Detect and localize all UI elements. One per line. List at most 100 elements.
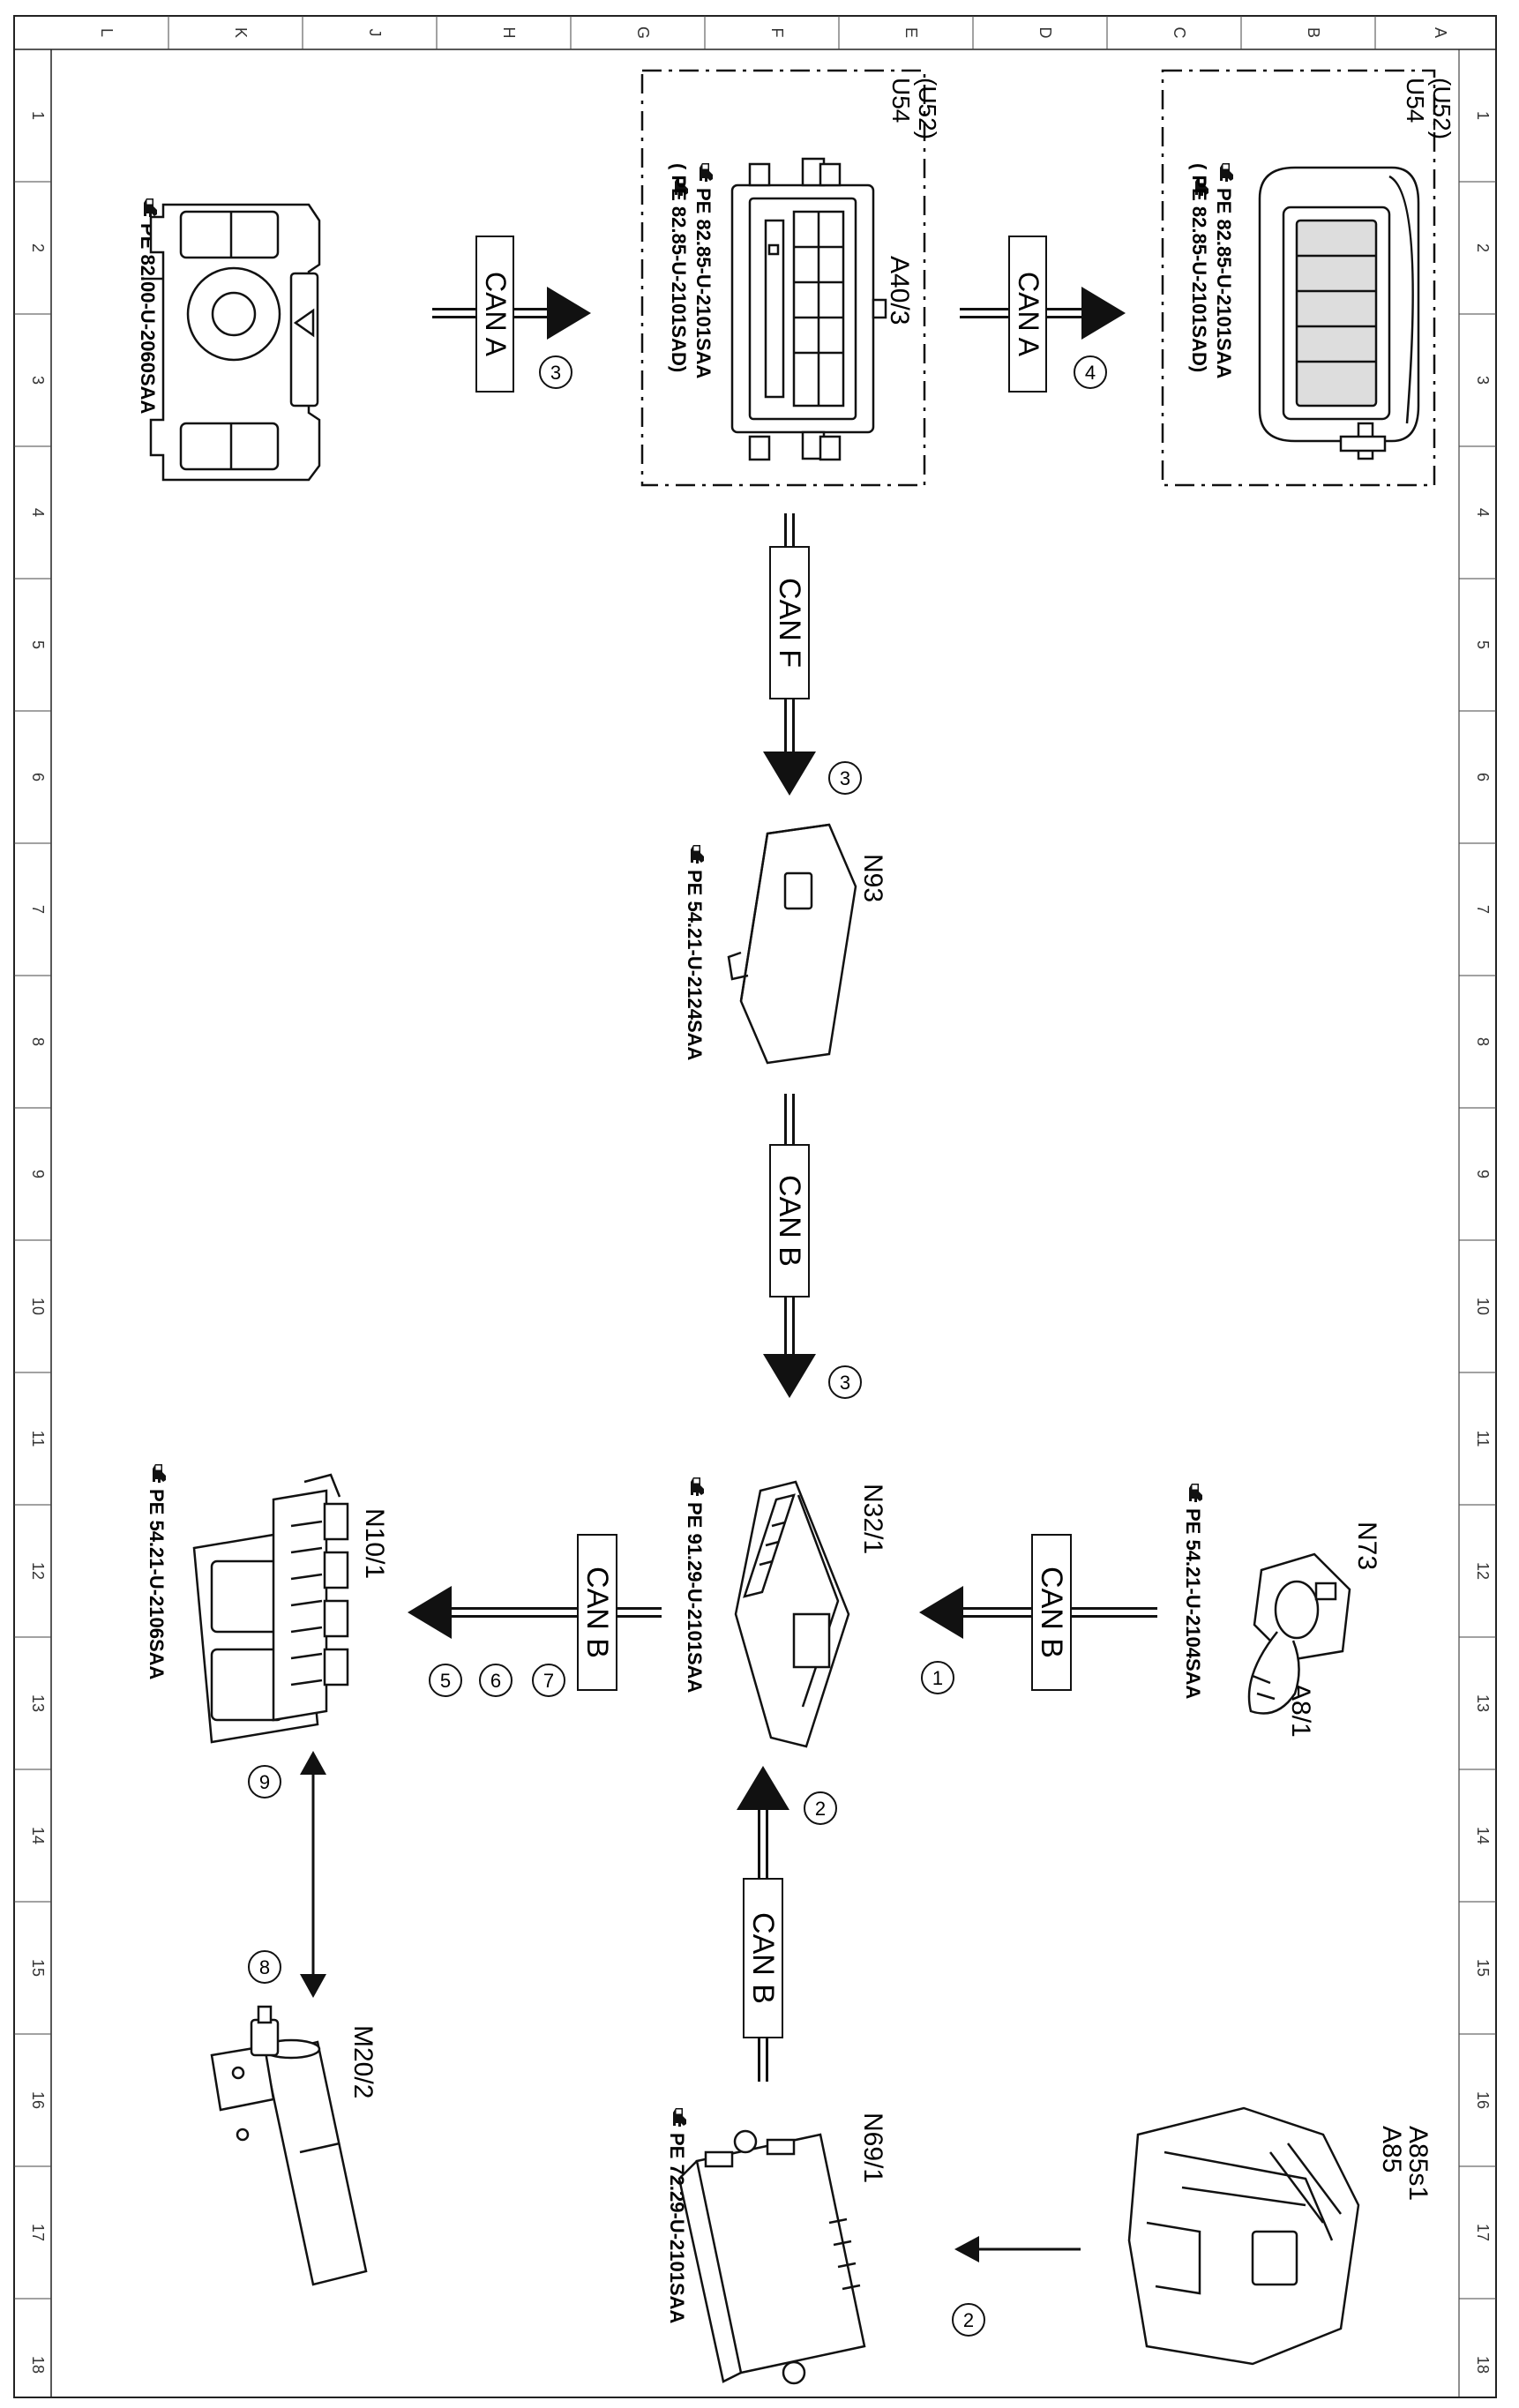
link-a40-3-to-a40-8: CAN A 4 [960,236,1126,393]
svg-text:PE 54.21-U-2124SAA: PE 54.21-U-2124SAA [684,870,706,1061]
drawing-frame [13,15,1497,2398]
row-label: 16 [29,2091,47,2109]
svg-text:2: 2 [963,2309,974,2331]
row-label: 10 [1474,1297,1492,1315]
row-label: 4 [29,508,47,517]
svg-text:PE 72.29-U-2101SAA: PE 72.29-U-2101SAA [666,2133,688,2324]
a85-id: A85 [1377,2126,1406,2172]
m20-2-id: M20/2 [348,2025,378,2098]
column-label: C [1171,27,1188,39]
row-label: 9 [1474,1170,1492,1178]
bus-label: CAN A [1013,272,1044,357]
row-label: 15 [1474,1959,1492,1977]
a40-3-group-box [640,69,926,487]
step-badge: 2 [804,1791,837,1825]
n73-id: N73 [1352,1522,1381,1570]
n69-1-drawing [677,2129,866,2385]
component-a85: A85 A85s1 [1127,2106,1433,2366]
row-label: 11 [29,1431,47,1447]
svg-text:3: 3 [840,767,850,789]
row-label: 2 [1474,243,1492,252]
column-label: J [366,29,384,37]
a40-8-group-label: U54 (U52) [1402,78,1455,139]
component-n10-1: N10/1 PE 54.21-U-2106SAA [146,1463,389,1744]
m20-2-drawing [210,2005,368,2286]
step-badge: 1 [921,1661,954,1694]
bus-label: CAN B [580,1567,614,1658]
svg-text:PE 82.85-U-2101SAA: PE 82.85-U-2101SAA [692,188,715,379]
bus-label: CAN B [773,1175,806,1267]
column-label: E [902,27,920,38]
row-label: 3 [1474,376,1492,385]
row-label: 5 [29,640,47,649]
row-label: 8 [29,1037,47,1046]
a40-8-drawing [1258,166,1420,460]
row-label: 12 [1474,1562,1492,1580]
link-a40-9-to-a40-3: CAN A 3 [432,236,591,393]
a40-3-group-label: U54 (U52) [887,78,941,139]
svg-text:9: 9 [259,1771,270,1793]
row-label: 17 [29,2224,47,2241]
step-badge: 8 [248,1950,281,1984]
n93-ref: PE 54.21-U-2124SAA [684,844,706,1061]
svg-text:( PE 82.85-U-2101SAD): ( PE 82.85-U-2101SAD) [1188,163,1210,372]
row-label: 13 [1474,1694,1492,1712]
row-label: 3 [29,376,47,385]
n69-1-ref: PE 72.29-U-2101SAA [666,2107,688,2324]
step-badge: 7 [532,1664,565,1697]
n69-1-id: N69/1 [858,2113,887,2183]
row-dividers [14,181,1496,2300]
row-label: 6 [29,773,47,781]
column-label: G [634,26,652,39]
svg-text:PE 54.21-U-2106SAA: PE 54.21-U-2106SAA [146,1489,168,1680]
link-a85-to-n69-1: 2 [952,2236,1081,2337]
row-label: 15 [29,1959,47,1977]
row-label: 1 [1474,111,1492,120]
n32-1-id: N32/1 [858,1484,887,1554]
step-badge: 9 [248,1765,281,1799]
svg-text:PE 54.21-U-2104SAA: PE 54.21-U-2104SAA [1182,1508,1204,1700]
row-label: 7 [29,905,47,914]
link-a40-3-to-n93: CAN F 3 [763,513,862,796]
link-n73-to-n32-1: CAN B 1 [919,1534,1157,1694]
svg-text:(U52): (U52) [1428,78,1455,139]
column-label: F [768,28,786,38]
component-n93: N93 PE 54.21-U-2124SAA [684,823,887,1065]
row-label: 10 [29,1297,47,1315]
svg-text:2: 2 [815,1798,826,1820]
step-badge: 3 [828,761,862,795]
svg-text:8: 8 [259,1956,270,1978]
step-badge: 2 [952,2303,985,2337]
a40-3-drawing [730,157,887,461]
bus-label: CAN B [1035,1567,1068,1658]
n10-1-ref: PE 54.21-U-2106SAA [146,1463,168,1680]
link-n10-1-m20-2: 9 8 [248,1751,326,1998]
row-label: 14 [1474,1827,1492,1844]
component-n73: N73 A8/1 PE 54.21-U-2104SAA [1182,1483,1381,1738]
svg-text:(U52): (U52) [914,78,941,139]
row-label: 8 [1474,1037,1492,1046]
row-label: 9 [29,1170,47,1178]
component-n32-1: N32/1 PE 91.29-U-2101SAA [684,1477,887,1748]
row-label: 14 [29,1827,47,1844]
column-label: D [1036,27,1054,39]
component-m20-2: M20/2 [210,2005,378,2286]
a40-3-id: A40/3 [885,256,914,325]
link-n93-to-n32-1: CAN B 3 [763,1094,862,1399]
component-a40-8: U54 (U52) A40/8 PE 82.85-U-2101SAA ( PE … [1161,69,1455,487]
a40-8-group-box [1161,69,1436,487]
row-label: 4 [1474,508,1492,517]
svg-text:3: 3 [550,362,561,384]
row-label: 11 [1474,1431,1492,1447]
row-label: 18 [29,2356,47,2374]
column-label: B [1305,27,1322,38]
bus-label: CAN A [480,272,512,357]
row-label: 13 [29,1694,47,1712]
column-dividers [168,16,1376,49]
step-badge: 5 [429,1664,462,1697]
svg-text:3: 3 [840,1372,850,1394]
a40-9-ref-text: PE 82.00-U-2060SAA [137,223,159,415]
row-label: 17 [1474,2224,1492,2241]
svg-text:1: 1 [932,1667,943,1689]
